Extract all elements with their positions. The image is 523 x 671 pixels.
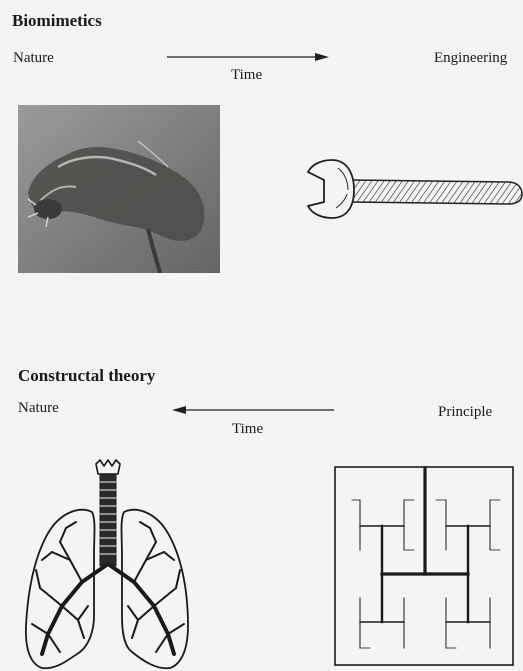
branching-tree-diagram (334, 466, 514, 666)
biomimetics-engineering-label: Engineering (434, 50, 507, 67)
biomimetics-time-label: Time (231, 67, 262, 84)
constructal-heading: Constructal theory (18, 366, 155, 386)
lungs-icon (22, 456, 192, 671)
constructal-nature-label: Nature (18, 400, 59, 417)
constructal-time-label: Time (232, 421, 263, 438)
constructal-time-arrow (170, 403, 336, 417)
wrench-icon (302, 158, 523, 222)
gecko-photo (18, 105, 220, 273)
biomimetics-heading: Biomimetics (12, 11, 102, 31)
biomimetics-nature-label: Nature (13, 50, 54, 67)
constructal-principle-label: Principle (438, 404, 492, 421)
biomimetics-time-arrow (165, 50, 335, 64)
